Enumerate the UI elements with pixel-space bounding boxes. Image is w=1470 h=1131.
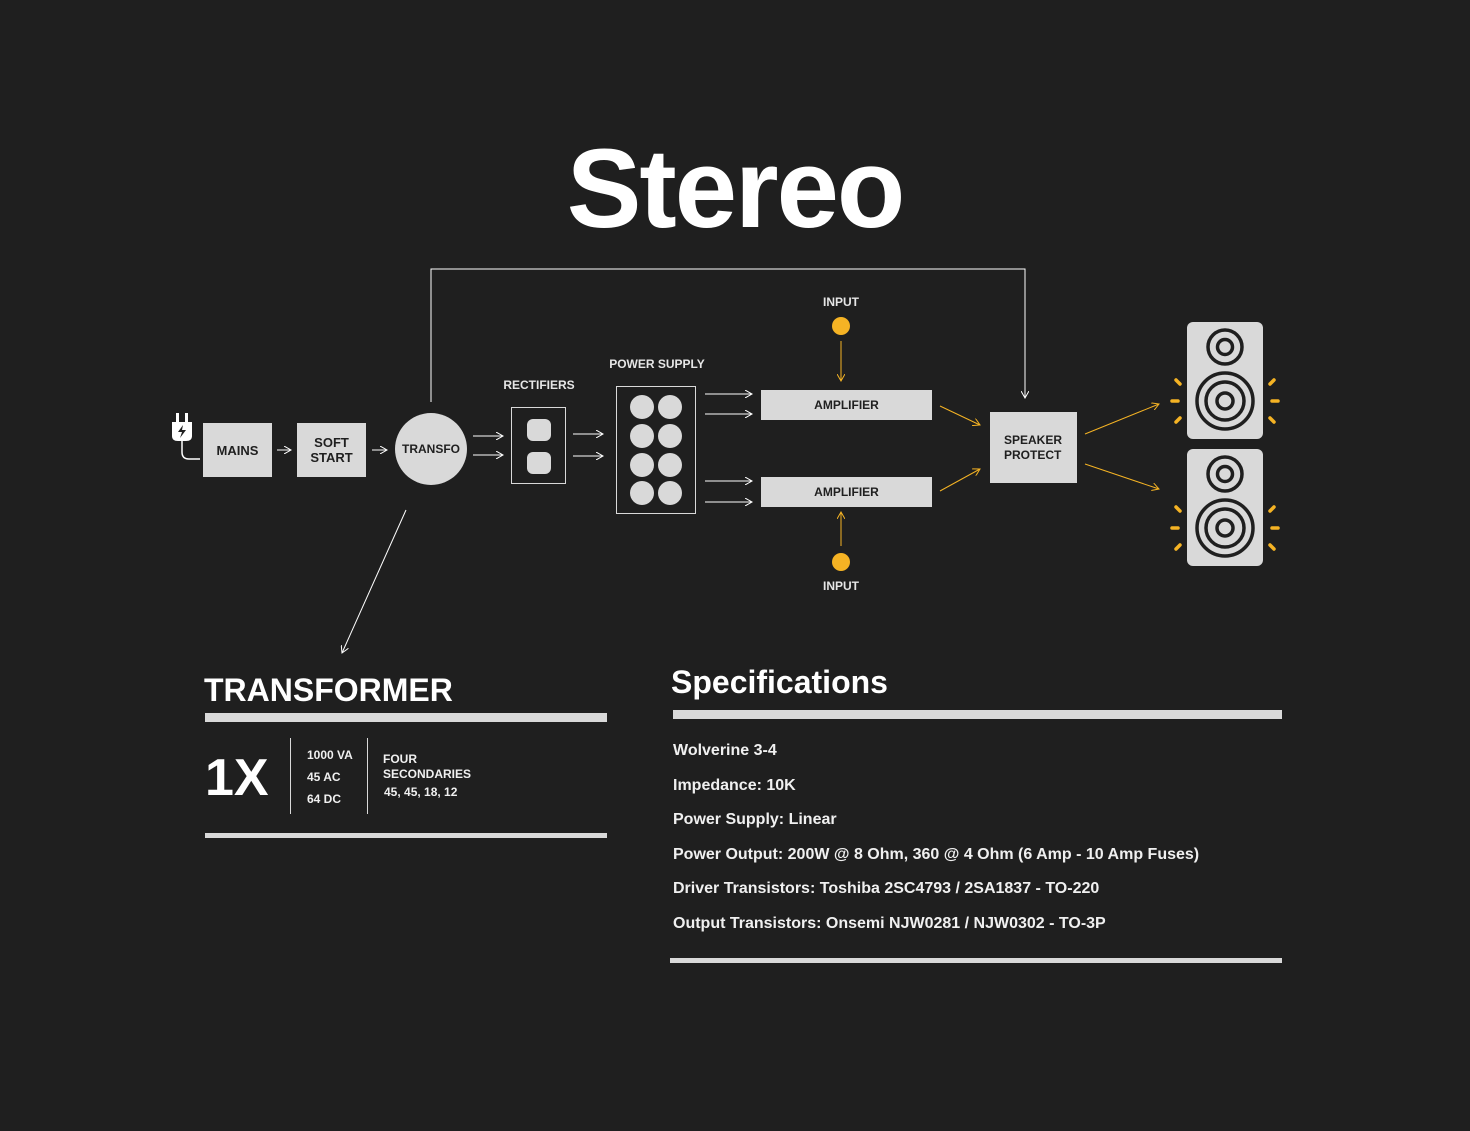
soft-start-block: SOFT START [297,423,366,477]
transfo-block: TRANSFO [395,413,467,485]
spec-item: Power Supply: Linear [673,811,837,828]
input-top-dot [832,317,850,335]
spec-item: Output Transistors: Onsemi NJW0281 / NJW… [673,915,1106,932]
specifications-top-divider [673,710,1282,719]
transformer-count: 1X [205,749,269,807]
transformer-secondaries-values: 45, 45, 18, 12 [384,785,458,799]
spec-item: Wolverine 3-4 [673,742,777,759]
speaker-protect-block: SPEAKER PROTECT [990,412,1077,483]
transformer-secondaries-line2: SECONDARIES [383,767,472,781]
spec-item: Power Output: 200W @ 8 Ohm, 360 @ 4 Ohm … [673,846,1200,863]
amplifier-bottom-label: AMPLIFIER [814,484,879,499]
mains-block: MAINS [203,423,272,477]
transformer-separator-1 [290,738,291,814]
speaker-protect-label-line2: PROTECT [1004,447,1062,462]
speaker-top-icon [1170,322,1280,439]
input-top-label: INPUT [823,295,859,309]
transformer-rating-dc: 64 DC [307,792,342,806]
transformer-bottom-divider [205,833,607,838]
transformer-top-divider [205,713,607,722]
spec-item: Driver Transistors: Toshiba 2SC4793 / 2S… [673,880,1100,897]
rectifiers-block [511,407,566,484]
transformer-callout-line [342,509,407,653]
input-bottom-label: INPUT [823,579,859,593]
specifications-title: Specifications [671,664,888,700]
rectifiers-label: RECTIFIERS [503,378,575,392]
speaker-protect-label-line1: SPEAKER [1004,432,1063,447]
transformer-secondaries-line1: FOUR [383,752,417,766]
transfo-label: TRANSFO [402,441,460,456]
power-plug-icon [172,413,200,460]
specifications-bottom-divider [670,958,1282,963]
spec-item: Impedance: 10K [673,777,796,794]
amplifier-bottom-block: AMPLIFIER [761,477,932,507]
power-supply-label: POWER SUPPLY [609,357,705,371]
power-supply-block [616,386,696,514]
transfo-to-protect-line [430,268,1025,402]
transformer-rating-va: 1000 VA [307,748,353,762]
speaker-bottom-icon [1170,449,1280,566]
transformer-title: TRANSFORMER [204,672,453,708]
soft-start-label-line2: START [310,450,353,465]
transformer-rating-ac: 45 AC [307,770,341,784]
amplifier-top-block: AMPLIFIER [761,390,932,420]
mains-label: MAINS [216,442,259,458]
transformer-separator-2 [367,738,368,814]
input-bottom-dot [832,553,850,571]
page-title: Stereo [566,126,906,251]
soft-start-label-line1: SOFT [314,435,349,450]
amplifier-top-label: AMPLIFIER [814,397,879,412]
